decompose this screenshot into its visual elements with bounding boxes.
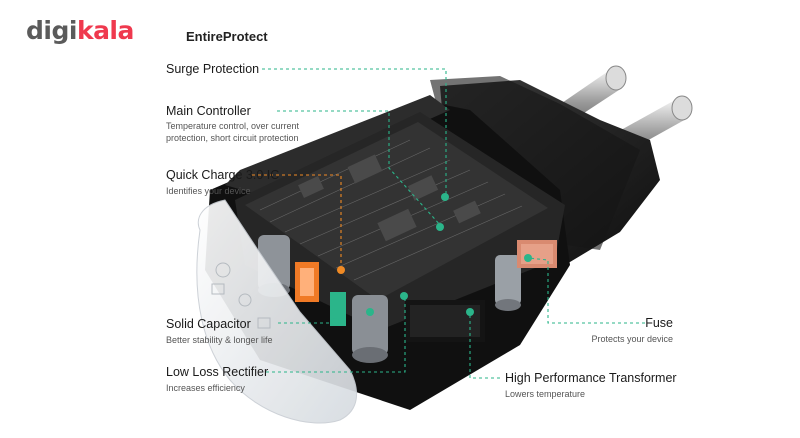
callout-fuse: Fuse	[645, 316, 673, 330]
callout-rectifier-desc: Increases efficiency	[166, 383, 245, 393]
callout-transformer: High Performance Transformer	[505, 371, 677, 385]
logo-part-kala: kala	[76, 16, 134, 45]
page-heading: EntireProtect	[186, 29, 268, 44]
callout-solid-capacitor-desc: Better stability & longer life	[166, 335, 273, 345]
leader-lines	[252, 68, 645, 379]
logo-part-digi: digi	[26, 16, 77, 45]
callout-fuse-desc: Protects your device	[591, 334, 673, 344]
callout-main-controller-desc-1: Temperature control, over current	[166, 121, 300, 131]
callout-main-controller: Main Controller	[166, 104, 251, 118]
callout-quick-charge-desc: Identifies your device	[166, 186, 251, 196]
callout-surge-protection: Surge Protection	[166, 62, 260, 76]
digikala-logo[interactable]: digikala	[26, 16, 134, 45]
callout-dots	[331, 193, 532, 326]
callout-quick-charge: Quick Charge 3.0 IC	[166, 168, 280, 182]
callout-main-controller-desc-2: protection, short circuit protection	[166, 133, 299, 143]
callout-solid-capacitor: Solid Capacitor	[166, 317, 251, 331]
callout-transformer-desc: Lowers temperature	[505, 389, 586, 399]
callout-rectifier: Low Loss Rectifier	[166, 365, 269, 379]
